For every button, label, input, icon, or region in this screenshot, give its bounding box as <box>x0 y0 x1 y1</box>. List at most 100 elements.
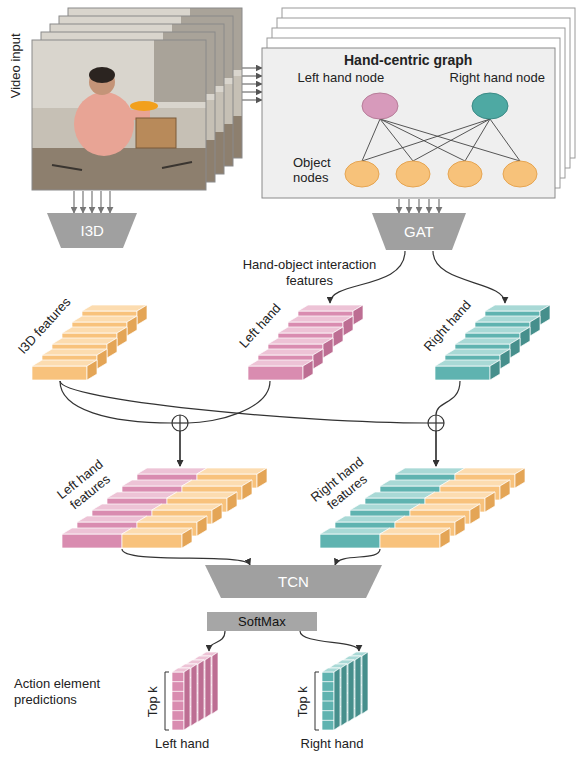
stack-side <box>440 528 450 548</box>
stack-cell-divider <box>172 720 184 721</box>
node-label: Video input <box>7 33 23 98</box>
graph-link <box>465 119 490 161</box>
stack-top <box>152 504 222 510</box>
video-frame-border <box>32 40 206 190</box>
stack-side <box>107 338 117 358</box>
stack-top <box>42 349 107 355</box>
stack-cell-divider <box>172 681 184 682</box>
stack-top <box>395 468 465 474</box>
node-label: SoftMax <box>238 614 286 630</box>
stack-side <box>117 327 127 347</box>
feature-stack: Left hand features <box>40 445 280 553</box>
stack-top <box>197 468 267 474</box>
stack-side <box>137 305 147 325</box>
connector <box>408 199 409 213</box>
stack-side <box>490 360 500 380</box>
graph-link <box>380 119 413 161</box>
node-label: Top k <box>144 686 160 717</box>
stack-top <box>62 327 127 333</box>
video-tool <box>162 162 192 168</box>
stack-side <box>530 316 540 336</box>
node-label: Right hand <box>301 736 364 752</box>
stack-top <box>455 338 520 344</box>
stack-side <box>485 492 495 512</box>
node-label: Left hand <box>155 736 209 752</box>
node-label: I3D <box>81 222 104 240</box>
trapezoid <box>205 565 382 598</box>
prediction-stack: Top k Left hand <box>140 648 225 754</box>
connector <box>122 549 250 565</box>
stack-side <box>303 360 313 380</box>
stack-side <box>470 504 480 524</box>
stack-top <box>455 468 525 474</box>
feature-stack: Left hand <box>225 290 375 385</box>
stack-cell-divider <box>322 701 334 702</box>
stack-top <box>435 360 500 366</box>
connector <box>60 381 180 466</box>
stack-side <box>341 664 347 726</box>
stack-side <box>334 668 340 730</box>
graph-link <box>380 119 520 161</box>
stack-top <box>380 528 450 534</box>
stack-top <box>440 480 510 486</box>
stack-side <box>348 660 354 722</box>
plus-circle-bar <box>179 415 180 431</box>
connector <box>300 631 359 651</box>
bracket <box>315 672 319 730</box>
object-node-circle <box>345 161 379 187</box>
stack-top <box>77 516 147 522</box>
video-table <box>32 148 206 190</box>
stack-top <box>82 305 147 311</box>
panel-front <box>262 48 555 198</box>
plus-circle-ring <box>428 415 444 431</box>
stack-side <box>205 656 211 718</box>
stack-side <box>355 656 361 718</box>
video-frames: Video input <box>6 2 251 194</box>
prediction-stack: Top k Right hand <box>290 648 375 754</box>
connector <box>398 199 399 213</box>
video-wooden-box <box>136 118 176 148</box>
stack-top <box>298 305 363 311</box>
connector <box>91 191 92 213</box>
stack-top <box>258 349 323 355</box>
video-orange-part <box>130 101 158 111</box>
stack-side <box>455 516 465 536</box>
video-frames-shape <box>6 2 251 194</box>
connector <box>242 68 262 69</box>
stack-top <box>445 349 510 355</box>
stack-cell-divider <box>172 701 184 702</box>
stack-side <box>500 480 510 500</box>
stack-side <box>333 327 343 347</box>
stack-top <box>92 504 162 510</box>
stack-side <box>520 327 530 347</box>
stack-top <box>137 468 207 474</box>
graph-link <box>490 119 520 161</box>
stack-face <box>248 366 303 380</box>
stack-side <box>257 468 267 488</box>
node-label: Right hand node <box>450 70 545 86</box>
node-label: Top k <box>294 686 310 717</box>
connector <box>73 191 74 213</box>
stack-face <box>380 534 440 548</box>
trapezoid <box>47 213 137 248</box>
stack-top <box>425 492 495 498</box>
softmax-box: SoftMax <box>207 612 317 631</box>
stack-face <box>122 534 182 548</box>
stack-face <box>62 534 122 548</box>
stack-side <box>87 360 97 380</box>
stack-side <box>313 349 323 369</box>
stack-side <box>182 528 192 548</box>
stack-face <box>435 366 490 380</box>
stack-top <box>395 516 465 522</box>
stack-side <box>197 516 207 536</box>
stack-top <box>410 504 480 510</box>
stack-side <box>323 338 333 358</box>
plus-circle-ring <box>172 415 188 431</box>
stack-top <box>72 316 137 322</box>
stack-cell-divider <box>322 691 334 692</box>
graph-panel: Hand-centric graphLeft hand nodeRight ha… <box>262 48 555 198</box>
stack-top <box>32 360 97 366</box>
connector <box>100 191 101 213</box>
network-block: TCN <box>205 565 382 598</box>
stack-top <box>278 327 343 333</box>
